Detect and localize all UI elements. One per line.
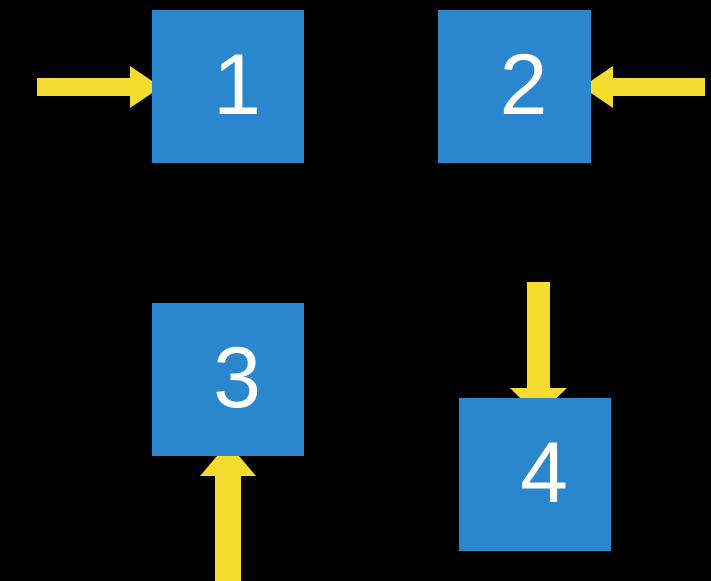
arrow-up-into-node-3-hitbox[interactable] [208, 440, 264, 581]
node-box-2[interactable]: 2 [438, 10, 591, 163]
node-box-3[interactable]: 3 [152, 303, 304, 456]
arrow-down-into-node-4-hitbox[interactable] [507, 279, 569, 419]
arrow-left-into-node-2-hitbox[interactable] [578, 62, 708, 112]
arrow-right-into-node-1-hitbox[interactable] [34, 62, 164, 112]
node-label-2: 2 [499, 36, 548, 133]
node-label-4: 4 [520, 424, 568, 521]
node-box-4[interactable]: 4 [459, 398, 611, 551]
node-label-3: 3 [213, 329, 261, 426]
node-label-1: 1 [213, 36, 261, 133]
node-box-1[interactable]: 1 [152, 10, 304, 163]
